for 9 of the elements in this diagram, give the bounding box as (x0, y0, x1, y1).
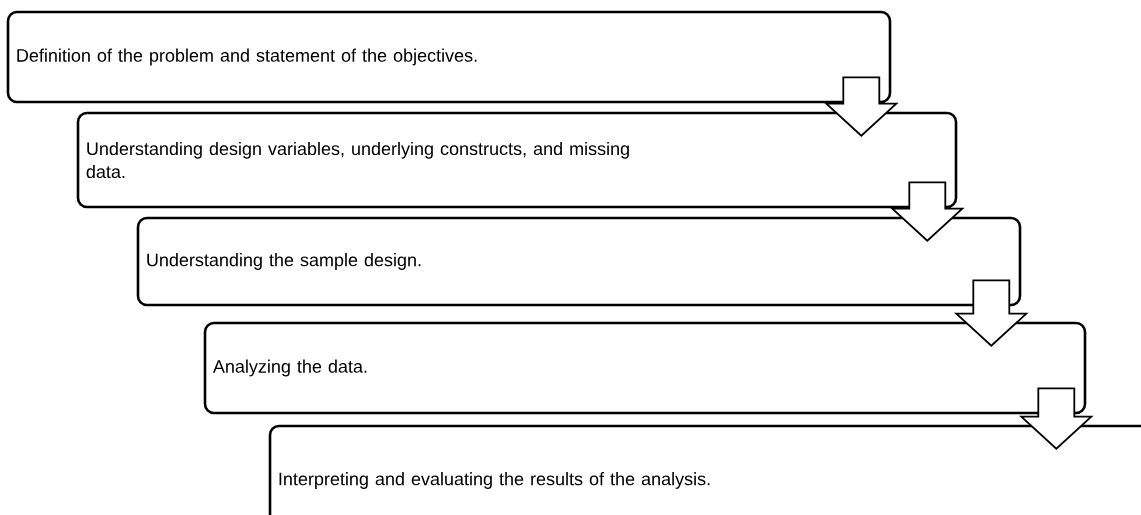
block-arrow (1019, 387, 1094, 450)
step-box: Understanding design variables, underlying constructs, and missing data. (76, 111, 958, 209)
step-box: Definition of the problem and statement of the objectives. (6, 10, 892, 104)
step-box: Understanding the sample design. (136, 216, 1022, 307)
block-arrow (890, 181, 965, 242)
block-arrow (954, 279, 1029, 347)
step-box: Analyzing the data. (203, 321, 1087, 415)
block-arrow (824, 76, 899, 137)
step-box: Interpreting and evaluating the results of the analysis. (268, 424, 1141, 515)
